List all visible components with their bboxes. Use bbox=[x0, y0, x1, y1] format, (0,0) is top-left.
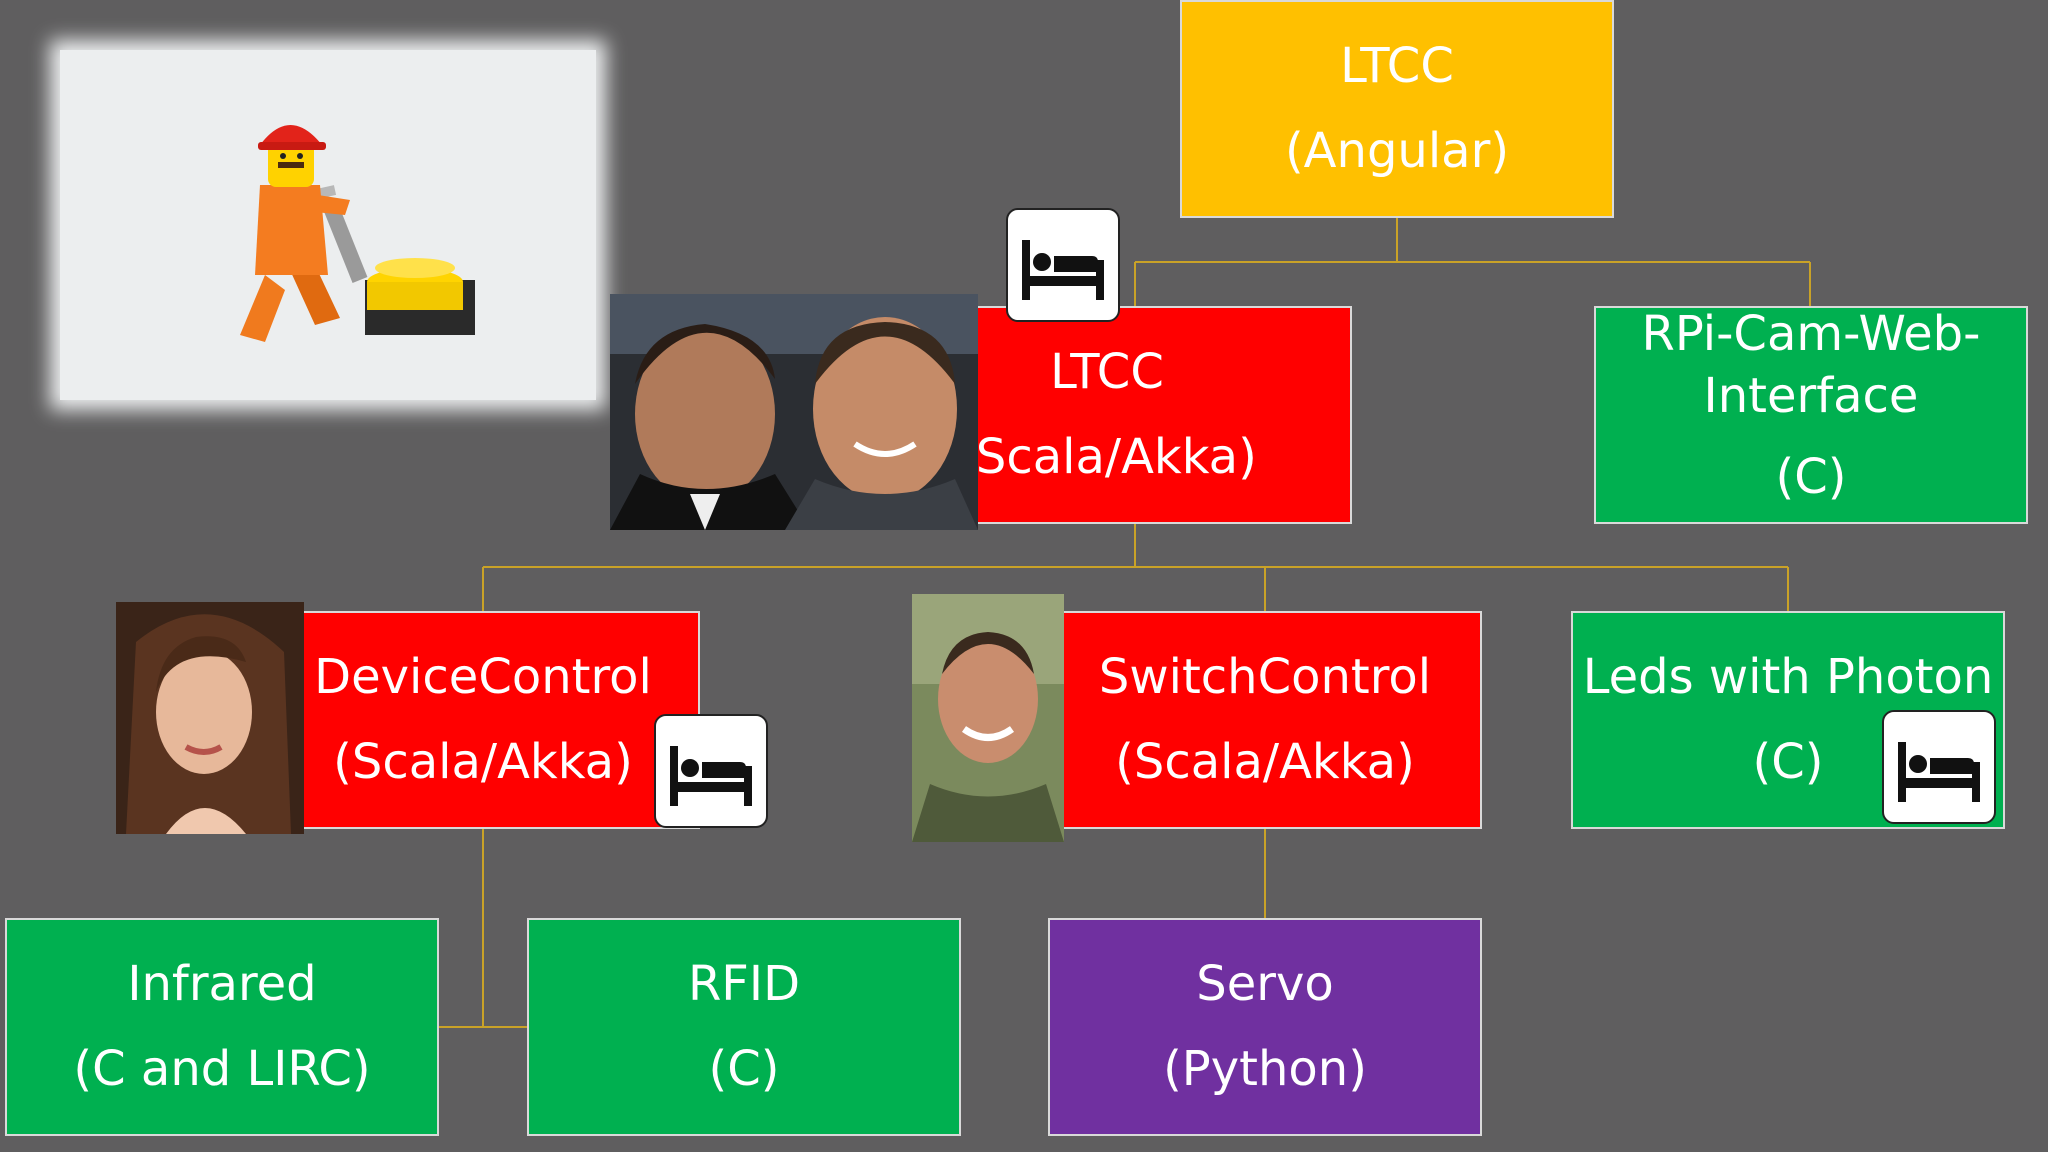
node-language: (Scala/Akka) bbox=[957, 429, 1257, 485]
connector-angular-to-children bbox=[1134, 218, 1811, 308]
node-servo: Servo (Python) bbox=[1048, 918, 1482, 1136]
node-title: LTCC bbox=[1050, 344, 1164, 400]
node-language: (Scala/Akka) bbox=[333, 734, 633, 790]
node-language: (C) bbox=[1752, 734, 1824, 790]
node-ltcc-angular: LTCC (Angular) bbox=[1180, 0, 1614, 218]
connector-scala-to-children bbox=[482, 522, 1789, 613]
node-title: SwitchControl bbox=[1098, 649, 1432, 705]
node-title: LTCC bbox=[1340, 38, 1454, 94]
node-language: (C and LIRC) bbox=[73, 1041, 371, 1097]
node-title: DeviceControl bbox=[314, 649, 652, 705]
two-men-photo bbox=[610, 294, 978, 530]
node-language: (C) bbox=[1775, 449, 1847, 505]
lego-floor-polisher-image bbox=[60, 50, 596, 400]
woman-photo bbox=[116, 602, 304, 834]
node-title: Leds with Photon bbox=[1582, 649, 1994, 705]
node-switch-control: SwitchControl (Scala/Akka) bbox=[1048, 611, 1482, 829]
bed-icon bbox=[1006, 208, 1120, 322]
node-infrared: Infrared (C and LIRC) bbox=[5, 918, 439, 1136]
node-device-control: DeviceControl (Scala/Akka) bbox=[266, 611, 700, 829]
node-title: Infrared bbox=[127, 956, 317, 1012]
node-title: RPi-Cam-Web- bbox=[1641, 306, 1981, 362]
node-rfid: RFID (C) bbox=[527, 918, 961, 1136]
node-language: (C) bbox=[708, 1041, 780, 1097]
node-title-cont: Interface bbox=[1703, 368, 1919, 424]
node-ltcc-scala: LTCC (Scala/Akka) bbox=[922, 306, 1352, 524]
node-language: (Angular) bbox=[1284, 123, 1510, 179]
node-title: RFID bbox=[687, 956, 801, 1012]
node-language: (Python) bbox=[1163, 1041, 1367, 1097]
node-language: (Scala/Akka) bbox=[1115, 734, 1415, 790]
node-rpi-cam-web-interface: RPi-Cam-Web- Interface (C) bbox=[1594, 306, 2028, 524]
connector-device-to-children bbox=[438, 828, 528, 1028]
node-title: Servo bbox=[1196, 956, 1334, 1012]
man-photo bbox=[912, 594, 1064, 842]
bed-icon bbox=[1882, 710, 1996, 824]
bed-icon bbox=[654, 714, 768, 828]
